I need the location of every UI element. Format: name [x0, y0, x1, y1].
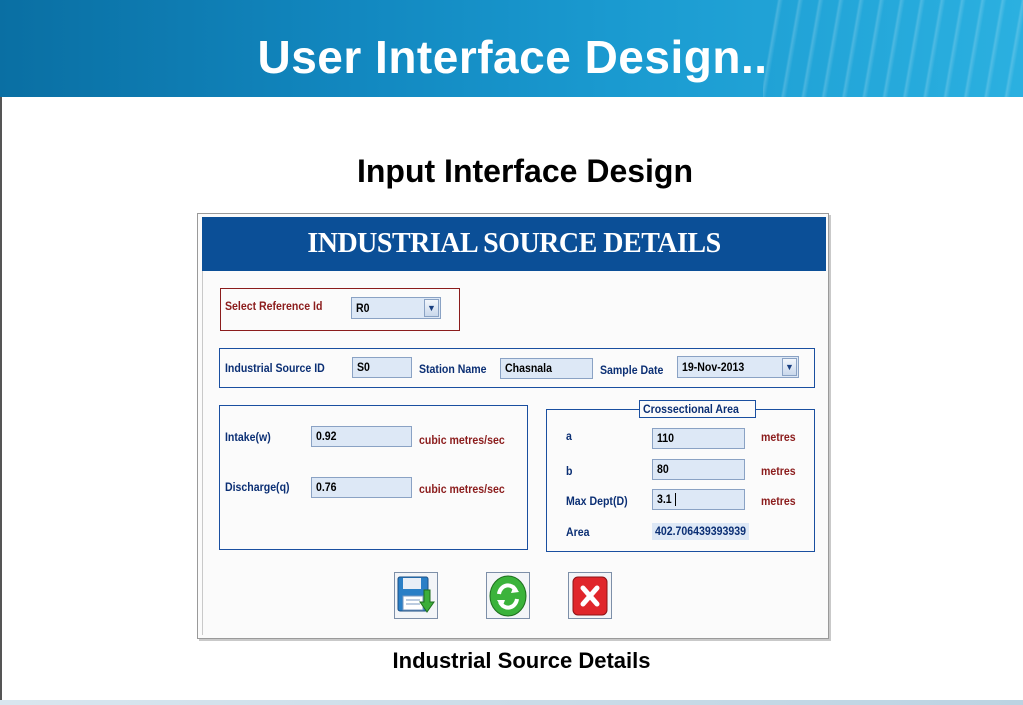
flow-panel: Intake(w) 0.92 cubic metres/sec Discharg…	[219, 405, 528, 550]
slide-header-band	[0, 0, 1023, 97]
header-stripe-decoration	[763, 0, 1023, 97]
source-id-field[interactable]: S0	[352, 357, 412, 378]
form-body: Select Reference Id R0 ▼ Industrial Sour…	[202, 271, 826, 635]
b-label: b	[566, 464, 573, 478]
source-info-panel: Industrial Source ID S0 Station Name Cha…	[219, 348, 815, 388]
b-field[interactable]: 80	[652, 459, 745, 480]
save-button[interactable]	[394, 572, 438, 619]
section-heading: Input Interface Design	[356, 153, 694, 189]
figure-caption: Industrial Source Details	[392, 648, 651, 673]
cross-section-caption: Crossectional Area	[639, 400, 756, 418]
sample-date-value: 19-Nov-2013	[682, 360, 745, 374]
source-id-label: Industrial Source ID	[225, 361, 325, 375]
b-unit: metres	[761, 464, 796, 478]
slide-left-border	[0, 97, 2, 705]
depth-unit: metres	[761, 494, 796, 508]
save-disk-icon	[397, 576, 435, 613]
discharge-unit: cubic metres/sec	[419, 482, 505, 496]
reference-label: Select Reference Id	[225, 299, 323, 313]
sample-date-label: Sample Date	[600, 363, 664, 377]
close-x-icon	[572, 576, 608, 615]
a-unit: metres	[761, 430, 796, 444]
a-label: a	[566, 429, 572, 443]
intake-label: Intake(w)	[225, 430, 271, 444]
reference-panel: Select Reference Id R0 ▼	[220, 288, 460, 331]
chevron-down-icon[interactable]: ▼	[782, 358, 797, 376]
form-banner: INDUSTRIAL SOURCE DETAILS	[202, 217, 826, 271]
a-field[interactable]: 110	[652, 428, 745, 449]
cross-section-panel: a 110 metres b 80 metres Max Dept(D) 3.1…	[546, 409, 815, 552]
area-value: 402.706439393939	[652, 523, 749, 540]
max-depth-label: Max Dept(D)	[566, 494, 628, 508]
intake-field[interactable]: 0.92	[311, 426, 412, 447]
max-depth-field[interactable]: 3.1	[652, 489, 745, 510]
slide-bottom-line	[0, 700, 1023, 705]
discharge-field[interactable]: 0.76	[311, 477, 412, 498]
text-cursor	[674, 493, 676, 507]
reference-id-select[interactable]: R0 ▼	[351, 297, 441, 319]
chevron-down-icon[interactable]: ▼	[424, 299, 439, 317]
slide-title: User Interface Design..	[257, 31, 768, 83]
station-name-field[interactable]: Chasnala	[500, 358, 593, 379]
station-name-label: Station Name	[419, 362, 487, 376]
app-window: INDUSTRIAL SOURCE DETAILS Select Referen…	[197, 213, 829, 639]
cancel-button[interactable]	[568, 572, 612, 619]
discharge-label: Discharge(q)	[225, 480, 290, 494]
area-label: Area	[566, 525, 590, 539]
refresh-button[interactable]	[486, 572, 530, 619]
intake-unit: cubic metres/sec	[419, 433, 505, 447]
reference-id-value: R0	[356, 301, 370, 315]
refresh-icon	[489, 575, 527, 616]
sample-date-picker[interactable]: 19-Nov-2013 ▼	[677, 356, 799, 378]
